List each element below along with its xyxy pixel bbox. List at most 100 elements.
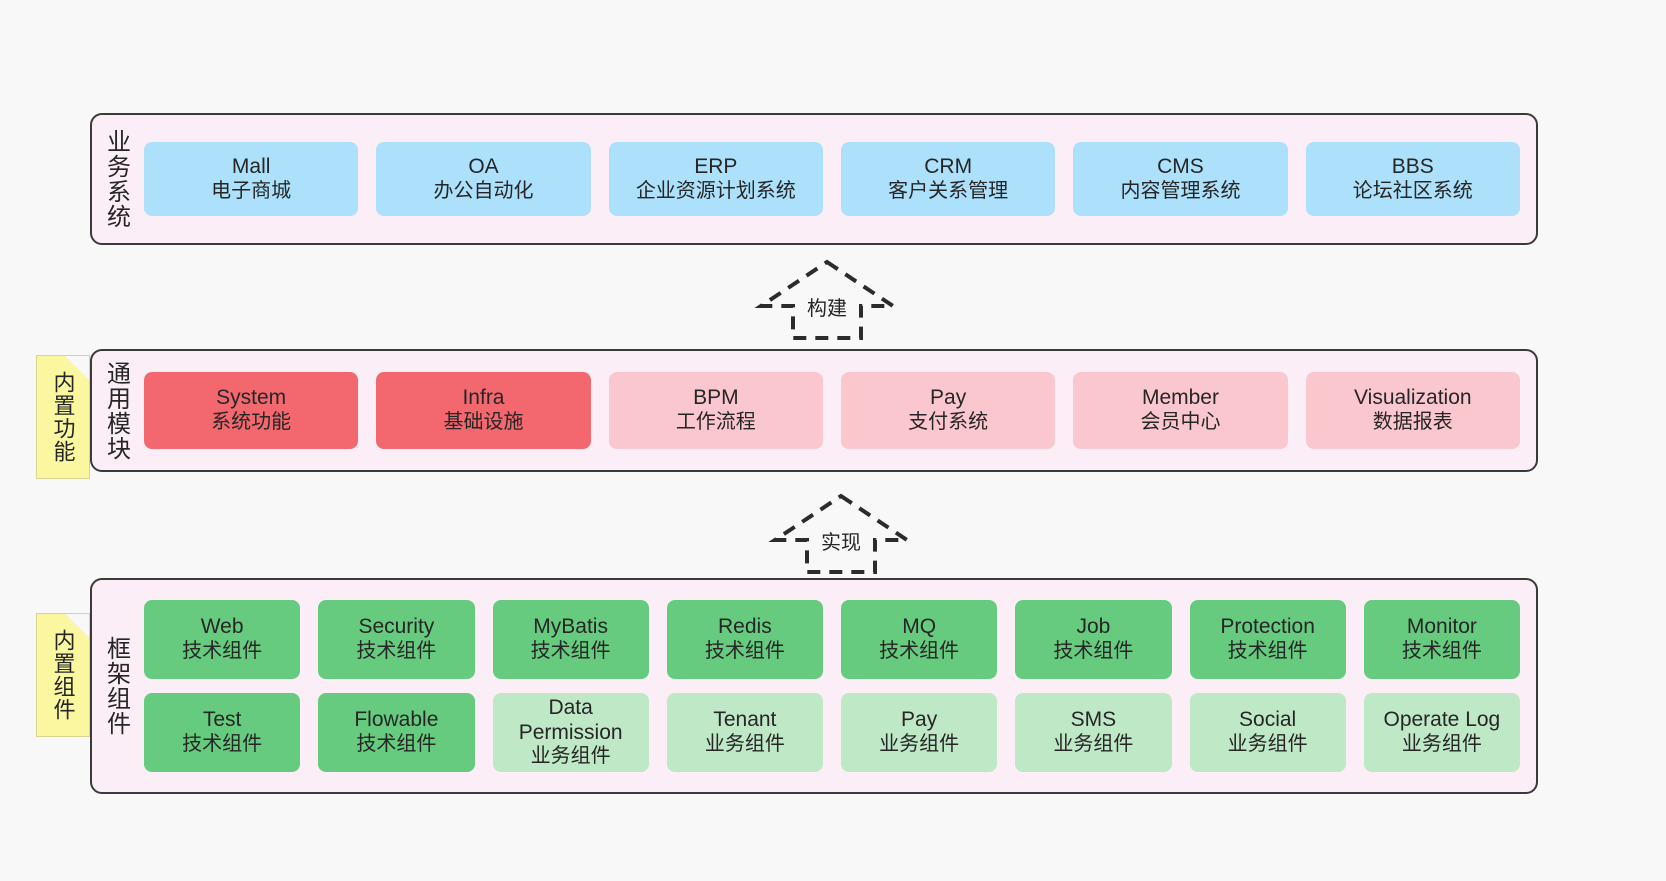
connector-label-build: 构建 bbox=[807, 298, 847, 320]
node-label-en: Job bbox=[1076, 615, 1111, 639]
node-label-en: ERP bbox=[694, 154, 738, 178]
row: System 系统功能 Infra 基础设施 BPM 工作流程 Pay 支付系统… bbox=[144, 372, 1520, 449]
node-operate-log[interactable]: Operate Log 业务组件 bbox=[1363, 693, 1520, 772]
node-bbs[interactable]: BBS 论坛社区系统 bbox=[1305, 142, 1520, 216]
node-label-en: Data Permission bbox=[518, 695, 623, 744]
node-label-cn: 内容管理系统 bbox=[1120, 179, 1241, 202]
node-label-en: Pay bbox=[901, 708, 938, 732]
node-tenant[interactable]: Tenant 业务组件 bbox=[666, 693, 823, 772]
node-label-en: BBS bbox=[1391, 154, 1434, 178]
row: Test 技术组件 Flowable 技术组件 Data Permission … bbox=[144, 693, 1520, 772]
node-label-en: CMS bbox=[1157, 154, 1204, 178]
node-label-cn: 数据报表 bbox=[1372, 411, 1453, 434]
layer-body-common-module: System 系统功能 Infra 基础设施 BPM 工作流程 Pay 支付系统… bbox=[138, 351, 1536, 470]
node-label-cn: 技术组件 bbox=[182, 640, 263, 663]
node-label-cn: 会员中心 bbox=[1140, 411, 1221, 434]
node-label-en: OA bbox=[468, 154, 499, 178]
node-label-en: Tenant bbox=[713, 708, 777, 732]
layer-business-system: 业务系统 Mall 电子商城 OA 办公自动化 ERP 企业资源计划系统 CRM… bbox=[90, 113, 1538, 245]
node-label-cn: 工作流程 bbox=[675, 411, 756, 434]
node-visualization[interactable]: Visualization 数据报表 bbox=[1305, 372, 1520, 449]
row: Mall 电子商城 OA 办公自动化 ERP 企业资源计划系统 CRM 客户关系… bbox=[144, 142, 1520, 216]
node-label-cn: 技术组件 bbox=[356, 640, 437, 663]
node-label-cn: 支付系统 bbox=[908, 411, 989, 434]
node-mybatis[interactable]: MyBatis 技术组件 bbox=[492, 600, 649, 679]
node-label-cn: 业务组件 bbox=[879, 733, 960, 756]
node-label-cn: 技术组件 bbox=[879, 640, 960, 663]
note-builtin-components: 内置组件 bbox=[36, 613, 90, 737]
layer-body-business-system: Mall 电子商城 OA 办公自动化 ERP 企业资源计划系统 CRM 客户关系… bbox=[138, 115, 1536, 243]
layer-title-business-system: 业务系统 bbox=[102, 129, 130, 229]
node-label-cn: 业务组件 bbox=[1053, 733, 1134, 756]
node-label-en: Mall bbox=[231, 154, 271, 178]
node-label-cn: 技术组件 bbox=[704, 640, 785, 663]
node-sms[interactable]: SMS 业务组件 bbox=[1015, 693, 1172, 772]
node-label-cn: 技术组件 bbox=[356, 733, 437, 756]
note-label: 内置组件 bbox=[50, 629, 76, 721]
layer-title-framework-component: 框架组件 bbox=[102, 636, 130, 736]
layer-framework-component: 框架组件 Web 技术组件 Security 技术组件 MyBatis 技术组件… bbox=[90, 578, 1538, 794]
node-label-en: Operate Log bbox=[1383, 708, 1501, 732]
node-flowable[interactable]: Flowable 技术组件 bbox=[318, 693, 475, 772]
node-label-en: Security bbox=[358, 615, 435, 639]
node-erp[interactable]: ERP 企业资源计划系统 bbox=[608, 142, 823, 216]
node-label-en: Social bbox=[1239, 708, 1297, 732]
note-builtin-features: 内置功能 bbox=[36, 355, 90, 479]
node-label-en: Flowable bbox=[354, 708, 439, 732]
node-label-en: Test bbox=[202, 708, 242, 732]
connector-label-implement: 实现 bbox=[821, 532, 861, 554]
node-label-en: System bbox=[216, 386, 287, 410]
node-bpm[interactable]: BPM 工作流程 bbox=[608, 372, 823, 449]
node-label-cn: 业务组件 bbox=[530, 745, 611, 768]
layer-common-module: 通用模块 System 系统功能 Infra 基础设施 BPM 工作流程 Pay… bbox=[90, 349, 1538, 472]
node-member[interactable]: Member 会员中心 bbox=[1073, 372, 1288, 449]
node-label-cn: 企业资源计划系统 bbox=[635, 179, 796, 202]
node-label-cn: 技术组件 bbox=[530, 640, 611, 663]
node-label-en: Member bbox=[1141, 386, 1219, 410]
node-redis[interactable]: Redis 技术组件 bbox=[666, 600, 823, 679]
layer-body-framework-component: Web 技术组件 Security 技术组件 MyBatis 技术组件 Redi… bbox=[138, 580, 1536, 792]
node-infra[interactable]: Infra 基础设施 bbox=[376, 372, 591, 449]
node-pay[interactable]: Pay 支付系统 bbox=[840, 372, 1056, 449]
node-label-cn: 客户关系管理 bbox=[888, 179, 1009, 202]
layer-title-common-module: 通用模块 bbox=[102, 360, 130, 461]
node-label-cn: 技术组件 bbox=[1227, 640, 1308, 663]
node-label-cn: 技术组件 bbox=[1401, 640, 1482, 663]
node-label-cn: 技术组件 bbox=[1053, 640, 1134, 663]
node-label-cn: 电子商城 bbox=[211, 179, 292, 202]
node-monitor[interactable]: Monitor 技术组件 bbox=[1363, 600, 1520, 679]
node-label-en: CRM bbox=[924, 154, 973, 178]
connector-implement-arrow: 实现 bbox=[768, 492, 914, 576]
node-label-cn: 系统功能 bbox=[211, 411, 292, 434]
node-label-en: Monitor bbox=[1406, 615, 1477, 639]
node-system[interactable]: System 系统功能 bbox=[144, 372, 359, 449]
node-label-en: Visualization bbox=[1354, 386, 1472, 410]
node-cms[interactable]: CMS 内容管理系统 bbox=[1073, 142, 1288, 216]
node-label-en: Pay bbox=[930, 386, 967, 410]
node-crm[interactable]: CRM 客户关系管理 bbox=[840, 142, 1056, 216]
row: Web 技术组件 Security 技术组件 MyBatis 技术组件 Redi… bbox=[144, 600, 1520, 679]
node-social[interactable]: Social 业务组件 bbox=[1189, 693, 1346, 772]
node-label-cn: 技术组件 bbox=[182, 733, 263, 756]
node-test[interactable]: Test 技术组件 bbox=[144, 693, 301, 772]
connector-build-arrow: 构建 bbox=[754, 258, 900, 342]
node-label-cn: 基础设施 bbox=[443, 411, 524, 434]
node-oa[interactable]: OA 办公自动化 bbox=[376, 142, 591, 216]
node-label-cn: 论坛社区系统 bbox=[1352, 179, 1473, 202]
node-protection[interactable]: Protection 技术组件 bbox=[1189, 600, 1346, 679]
node-job[interactable]: Job 技术组件 bbox=[1015, 600, 1172, 679]
node-data-permission[interactable]: Data Permission 业务组件 bbox=[492, 693, 649, 772]
note-label: 内置功能 bbox=[50, 371, 76, 463]
node-mq[interactable]: MQ 技术组件 bbox=[841, 600, 998, 679]
node-label-en: BPM bbox=[693, 386, 739, 410]
node-label-en: Protection bbox=[1220, 615, 1315, 639]
node-pay-component[interactable]: Pay 业务组件 bbox=[841, 693, 998, 772]
node-label-cn: 业务组件 bbox=[704, 733, 785, 756]
node-security[interactable]: Security 技术组件 bbox=[318, 600, 475, 679]
node-mall[interactable]: Mall 电子商城 bbox=[144, 142, 359, 216]
node-label-cn: 办公自动化 bbox=[433, 179, 534, 202]
node-label-en: Infra bbox=[462, 386, 505, 410]
node-label-en: Web bbox=[200, 615, 244, 639]
node-web[interactable]: Web 技术组件 bbox=[144, 600, 301, 679]
node-label-cn: 业务组件 bbox=[1401, 733, 1482, 756]
